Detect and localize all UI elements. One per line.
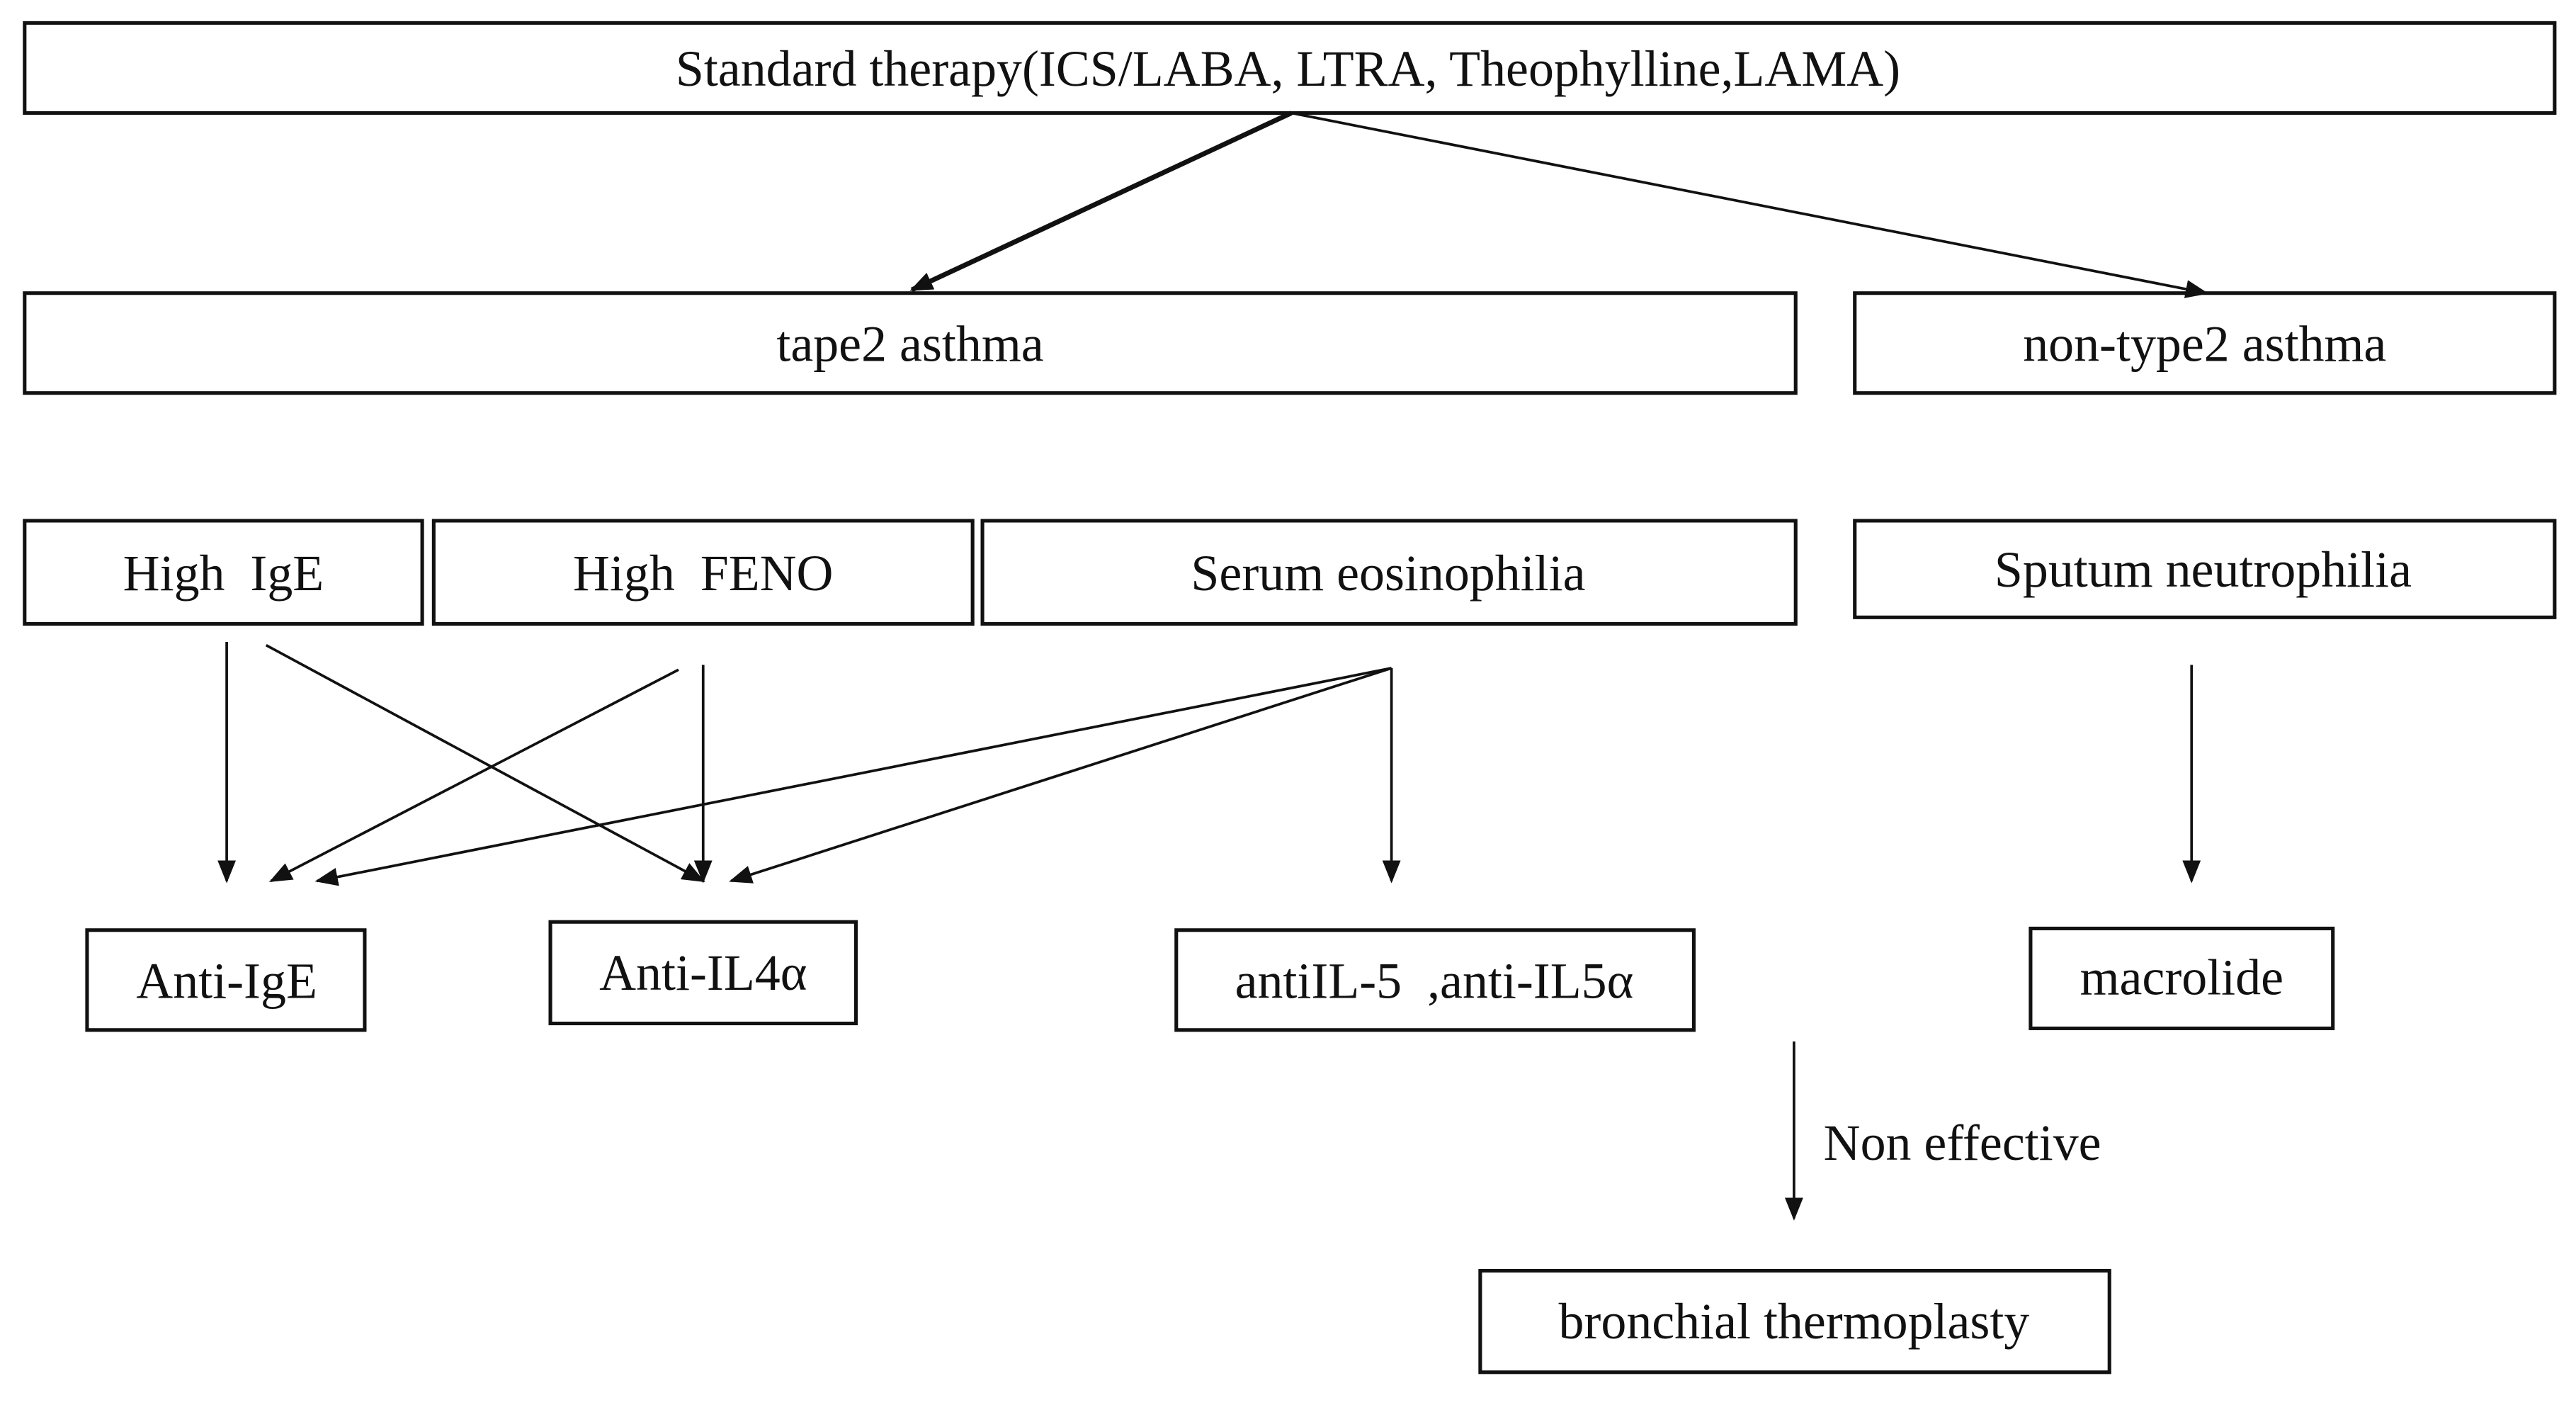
node-standard-therapy-label: Standard therapy(ICS/LABA, LTRA, Theophy… <box>676 40 1900 97</box>
node-high-ige-label: High IgE <box>123 545 324 602</box>
edge-label-non-effective: Non effective <box>1824 1115 2101 1171</box>
node-bronchial-thermoplasty: bronchial thermoplasty <box>1478 1268 2111 1375</box>
node-type2-asthma-label: tape2 asthma <box>776 315 1043 372</box>
node-anti-il4a-label: Anti-IL4α <box>599 944 807 1001</box>
node-anti-ige-label: Anti-IgE <box>136 952 317 1009</box>
node-non-type2-asthma-label: non-type2 asthma <box>2023 315 2386 372</box>
edge-high-feno-to-anti-ige <box>268 668 679 883</box>
node-serum-eosinophilia: Serum eosinophilia <box>980 519 1798 626</box>
node-sputum-neutrophilia-label: Sputum neutrophilia <box>1995 541 2412 598</box>
node-high-ige: High IgE <box>23 519 424 626</box>
node-anti-il5: antiIL-5 ,anti-IL5α <box>1174 928 1696 1032</box>
node-macrolide: macrolide <box>2029 926 2335 1030</box>
node-macrolide-label: macrolide <box>2080 949 2283 1006</box>
edge-high-ige-to-anti-il4a <box>265 643 705 883</box>
node-anti-ige: Anti-IgE <box>85 928 367 1032</box>
edge-standard-to-type2 <box>909 111 1293 293</box>
node-serum-eosinophilia-label: Serum eosinophilia <box>1191 545 1585 602</box>
edge-serum-to-anti-ige <box>314 667 1392 886</box>
node-high-feno-label: High FENO <box>573 545 833 602</box>
edge-serum-to-anti-il4a <box>729 667 1392 884</box>
node-standard-therapy: Standard therapy(ICS/LABA, LTRA, Theophy… <box>23 21 2557 115</box>
node-type2-asthma: tape2 asthma <box>23 291 1798 395</box>
node-high-feno: High FENO <box>431 519 975 626</box>
edge-standard-to-non-type2 <box>1290 111 2209 298</box>
node-anti-il5-label: antiIL-5 ,anti-IL5α <box>1235 952 1634 1009</box>
node-anti-il4a: Anti-IL4α <box>548 920 858 1026</box>
node-bronchial-thermoplasty-label: bronchial thermoplasty <box>1558 1293 2029 1350</box>
node-sputum-neutrophilia: Sputum neutrophilia <box>1853 519 2557 619</box>
node-non-type2-asthma: non-type2 asthma <box>1853 291 2557 395</box>
